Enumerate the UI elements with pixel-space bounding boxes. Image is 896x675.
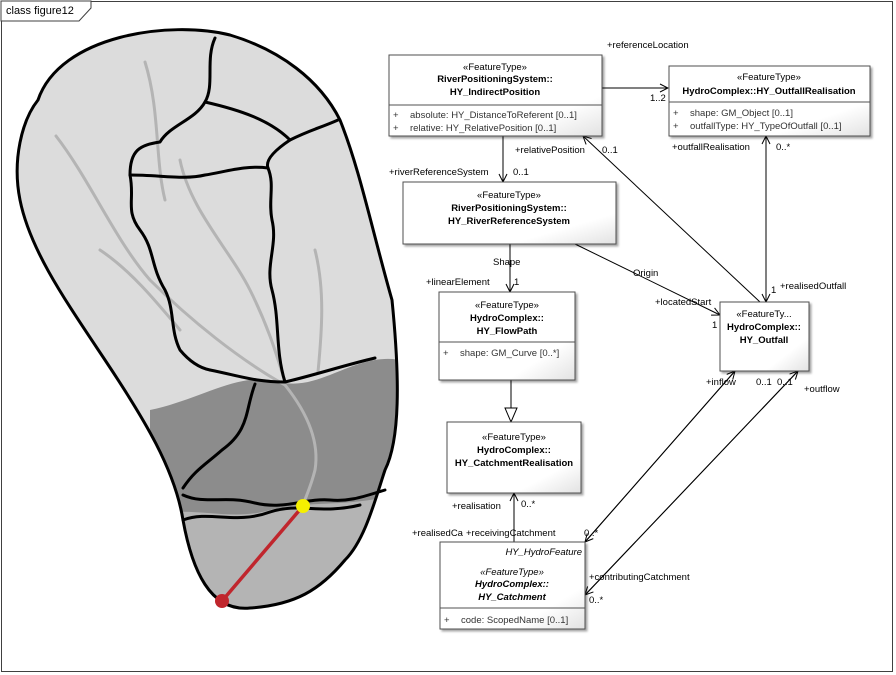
flowpath-segment <box>220 504 305 603</box>
label-linear-element: +linearElement <box>426 277 490 288</box>
label-realised-outfall: +realisedOutfall <box>780 281 846 292</box>
class-river-reference-system[interactable]: «FeatureType» RiverPositioningSystem:: H… <box>402 181 617 245</box>
label-mult: 0..1 <box>756 377 772 388</box>
label-mult: 0..1 <box>602 145 618 156</box>
label-relative-position: +relativePosition <box>515 145 585 156</box>
generalization-triangle <box>504 407 518 424</box>
attr-vis: + <box>673 121 679 132</box>
attr-relative: relative: HY_RelativePosition [0..1] <box>410 123 556 134</box>
outfall-point <box>215 594 229 608</box>
class-name-line2: HY_CatchmentRealisation <box>455 458 573 469</box>
frame-title: class figure12 <box>6 5 74 17</box>
label-mult: 1..2 <box>650 93 666 104</box>
label-shape: Shape <box>493 257 520 268</box>
attr-code: code: ScopedName [0..1] <box>461 615 568 626</box>
stereotype: «FeatureType» <box>475 300 539 311</box>
class-name-line1: RiverPositioningSystem:: <box>451 203 567 214</box>
attr-vis: + <box>393 123 399 134</box>
edge-relative-position <box>583 136 761 303</box>
label-mult: 0..* <box>776 142 791 153</box>
edge-labels: +referenceLocation 1..2 +riverReferenceS… <box>389 40 846 606</box>
attr-vis: + <box>673 108 679 119</box>
label-mult: 0..1 <box>513 167 529 178</box>
class-name-line2: HY_FlowPath <box>477 326 538 337</box>
label-mult: 1 <box>514 277 519 288</box>
label-receiving-catchment: +receivingCatchment <box>466 528 556 539</box>
label-mult: 1 <box>712 320 717 331</box>
label-outfall-realisation: +outfallRealisation <box>672 142 750 153</box>
catchment-outline <box>15 28 399 610</box>
stereotype: «FeatureType» <box>482 432 546 443</box>
inflow-point <box>296 499 310 513</box>
catchment-illustration <box>15 28 399 610</box>
attr-absolute: absolute: HY_DistanceToReferent [0..1] <box>410 110 577 121</box>
class-outfall-realisation[interactable]: «FeatureType» HydroComplex::HY_OutfallRe… <box>668 65 871 137</box>
class-name-line2: HY_RiverReferenceSystem <box>448 216 570 227</box>
class-name-line2: HY_Outfall <box>740 335 789 346</box>
attr-shape: shape: GM_Curve [0..*] <box>460 348 559 359</box>
label-contributing-catchment: +contributingCatchment <box>589 572 690 583</box>
class-name-line1: HydroComplex:: <box>470 313 544 324</box>
edge-receiving-catchment <box>585 370 736 542</box>
drainage-network <box>128 36 387 522</box>
class-name-line2: HY_IndirectPosition <box>450 87 540 98</box>
label-mult: 0..* <box>584 528 599 539</box>
class-name-line1: HydroComplex:: <box>727 322 801 333</box>
class-catchment[interactable]: HY_HydroFeature «FeatureType» HydroCompl… <box>439 541 586 630</box>
label-outflow: +outflow <box>804 384 840 395</box>
label-mult: 0..1 <box>777 377 793 388</box>
label-reference-location: +referenceLocation <box>607 40 689 51</box>
class-name-line1: HydroComplex:: <box>475 579 549 590</box>
attr-shape: shape: GM_Object [0..1] <box>690 108 793 119</box>
attr-vis: + <box>443 348 449 359</box>
stereotype: «FeatureType» <box>737 72 801 83</box>
superclass-label: HY_HydroFeature <box>505 547 582 558</box>
catchment-outlet-band <box>150 494 398 609</box>
label-located-start: +locatedStart <box>655 297 712 308</box>
stereotype: «FeatureType» <box>463 62 527 73</box>
attr-vis: + <box>393 110 399 121</box>
attr-vis: + <box>444 615 450 626</box>
class-name-line2: HY_Catchment <box>478 592 546 603</box>
label-mult: 1 <box>771 285 776 296</box>
label-realisation: +realisation <box>452 501 501 512</box>
stereotype: «FeatureType» <box>480 567 544 578</box>
connectors <box>503 88 798 595</box>
label-mult: 0..* <box>589 595 604 606</box>
attr-outfall-type: outfallType: HY_TypeOfOutfall [0..1] <box>690 121 842 132</box>
class-flow-path[interactable]: «FeatureType» HydroComplex:: HY_FlowPath… <box>438 291 576 381</box>
frame-tab-shape <box>0 0 92 22</box>
edge-contributing-catchment <box>585 370 799 595</box>
label-mult: 0..* <box>521 499 536 510</box>
class-catchment-realisation[interactable]: «FeatureType» HydroComplex:: HY_Catchmen… <box>446 421 582 494</box>
class-outfall[interactable]: «FeatureTy... HydroComplex:: HY_Outfall <box>719 301 810 372</box>
class-name-line1: HydroComplex:: <box>477 445 551 456</box>
label-realised-ca: +realisedCa <box>412 528 464 539</box>
class-name: HydroComplex::HY_OutfallRealisation <box>682 86 855 97</box>
label-origin: Origin <box>633 268 658 279</box>
edge-origin <box>574 243 720 315</box>
label-inflow: +inflow <box>706 377 736 388</box>
class-name-line1: RiverPositioningSystem:: <box>437 74 553 85</box>
stereotype: «FeatureType» <box>477 190 541 201</box>
class-indirect-position[interactable]: «FeatureType» RiverPositioningSystem:: H… <box>388 54 603 137</box>
stereotype: «FeatureTy... <box>736 309 791 320</box>
label-river-reference-system: +riverReferenceSystem <box>389 167 489 178</box>
